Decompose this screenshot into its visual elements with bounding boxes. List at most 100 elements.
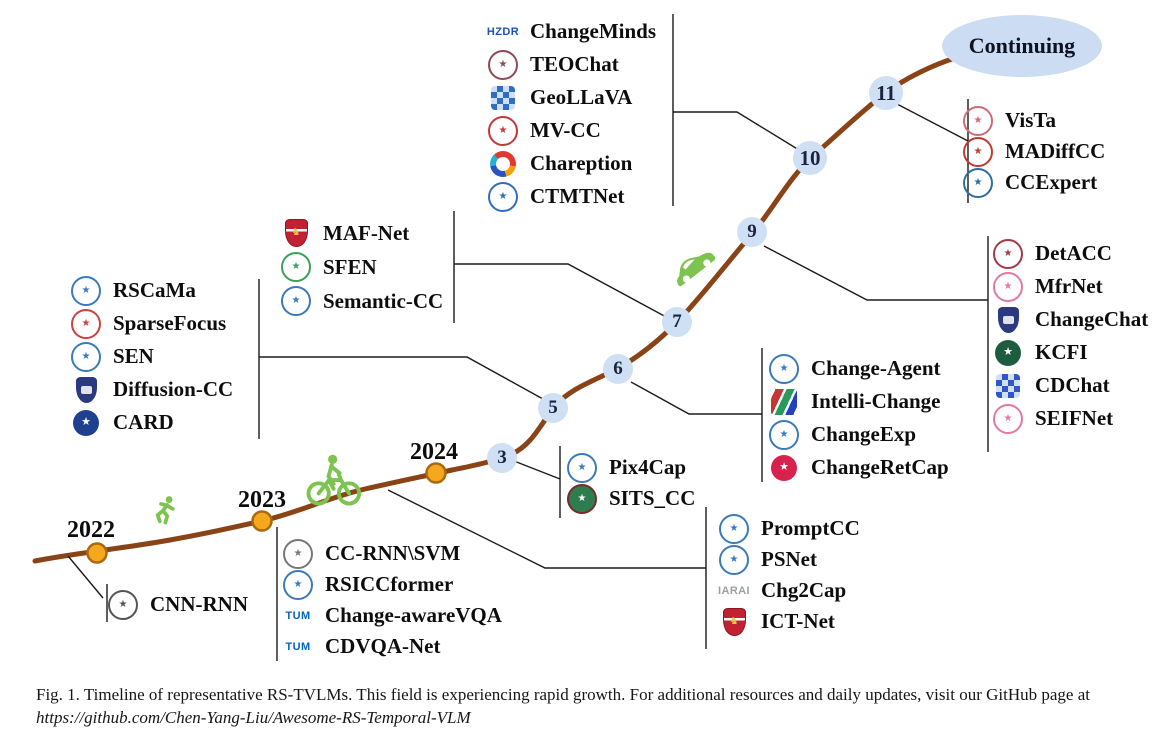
logo-slot <box>276 252 316 282</box>
model-entry: SITS_CC <box>562 483 695 514</box>
model-label: Semantic-CC <box>323 288 444 313</box>
model-entry: CNN-RNN <box>103 588 248 621</box>
model-entry: CTMTNet <box>483 180 656 213</box>
cdchat-checker-icon <box>996 373 1020 398</box>
model-entry: ChangeExp <box>764 418 949 451</box>
mfrnet-seal-icon <box>993 271 1023 302</box>
logo-slot <box>764 419 804 450</box>
model-entry: RSCaMa <box>66 274 233 307</box>
seifnet-seal-icon <box>993 403 1023 434</box>
model-entry: ICT-Net <box>714 606 860 637</box>
model-label: Diffusion-CC <box>113 377 234 401</box>
model-label: TEOChat <box>530 52 619 76</box>
model-label: Chg2Cap <box>761 578 847 602</box>
model-label: Pix4Cap <box>609 455 687 479</box>
connector-lines <box>67 14 989 661</box>
changeretcap-seal-icon <box>771 454 797 481</box>
vista-seal-icon <box>963 105 993 136</box>
card-seal-icon <box>73 409 99 436</box>
promptcc-seal-icon <box>719 513 749 544</box>
logo-slot <box>764 454 804 481</box>
changeexp-seal-icon <box>769 419 799 450</box>
model-entry: IARAI Chg2Cap <box>714 575 860 606</box>
model-entry: Diffusion-CC <box>66 373 233 406</box>
logo-slot: IARAI <box>714 578 754 604</box>
model-label: MV-CC <box>530 118 601 142</box>
model-label: CARD <box>113 410 174 434</box>
sparsefocus-seal-icon <box>71 308 101 339</box>
logo-slot <box>276 286 316 316</box>
model-label: CTMTNet <box>530 184 625 208</box>
group-2023: PromptCC PSNet IARAI Chg2Cap ICT-Net <box>714 513 860 637</box>
model-label: SFEN <box>323 254 377 279</box>
model-label: CDChat <box>1035 373 1110 397</box>
chareption-swirl-icon <box>490 150 516 177</box>
model-label: ChangeRetCap <box>811 455 949 479</box>
model-entry: MADiffCC <box>958 136 1105 167</box>
model-entry: PSNet <box>714 544 860 575</box>
group-milestone-5: RSCaMa SparseFocus SEN Diffusion-CC CARD <box>66 274 233 439</box>
diffusioncc-shield-icon <box>75 376 97 403</box>
rscama-seal-icon <box>71 275 101 306</box>
iarai-logo-icon: IARAI <box>718 584 750 597</box>
ccrnnsvm-seal-icon <box>283 538 313 569</box>
logo-slot <box>988 403 1028 434</box>
runner-icon <box>155 496 175 525</box>
model-entry: Semantic-CC <box>276 284 443 318</box>
model-label: PSNet <box>761 547 817 571</box>
logo-slot <box>483 150 523 177</box>
group-continuing: VisTa MADiffCC CCExpert <box>958 105 1105 198</box>
milestone-node-7: 7 <box>662 307 692 337</box>
model-entry: CCExpert <box>958 167 1105 198</box>
model-entry: TUM CDVQA-Net <box>278 631 502 662</box>
group-2022: CNN-RNN <box>103 588 248 621</box>
milestone-node-5: 5 <box>538 393 568 423</box>
logo-slot <box>483 181 523 212</box>
logo-slot <box>278 538 318 569</box>
model-entry: ChangeChat <box>988 303 1148 336</box>
model-label: SEN <box>113 344 154 368</box>
logo-slot <box>66 308 106 339</box>
logo-slot <box>483 115 523 146</box>
milestone-node-10: 10 <box>793 141 827 175</box>
model-label: MADiffCC <box>1005 139 1106 163</box>
model-entry: Chareption <box>483 147 656 180</box>
logo-slot: TUM <box>278 603 318 629</box>
sen-seal-icon <box>71 341 101 372</box>
model-label: KCFI <box>1035 340 1088 364</box>
tum-logo-icon: TUM <box>285 609 311 622</box>
model-entry: ChangeRetCap <box>764 451 949 484</box>
logo-slot <box>66 275 106 306</box>
logo-slot <box>958 105 998 136</box>
model-entry: MfrNet <box>988 270 1148 303</box>
car-icon <box>677 252 716 287</box>
intelli-change-stripes-icon <box>771 388 797 415</box>
logo-slot <box>988 306 1028 333</box>
hzdr-logo-icon: HZDR <box>486 25 520 38</box>
model-entry: SEIFNet <box>988 402 1148 435</box>
logo-slot <box>988 373 1028 398</box>
logo-slot <box>988 271 1028 302</box>
change-agent-seal-icon <box>769 353 799 384</box>
ccexpert-seal-icon <box>963 167 993 198</box>
teochat-seal-icon <box>488 49 518 80</box>
group-2024-late: HZDR ChangeMinds TEOChat GeoLLaVA MV-CC … <box>483 15 656 213</box>
model-label: ChangeExp <box>811 422 917 446</box>
year-dot-2022 <box>86 542 108 564</box>
model-entry: Pix4Cap <box>562 452 695 483</box>
milestone-node-11: 11 <box>869 76 903 110</box>
model-label: SEIFNet <box>1035 406 1114 430</box>
github-url[interactable]: https://github.com/Chen-Yang-Liu/Awesome… <box>36 707 471 727</box>
year-label-2023: 2023 <box>238 487 286 513</box>
model-label: MfrNet <box>1035 274 1103 298</box>
changechat-shield-icon <box>997 306 1019 333</box>
model-entry: GeoLLaVA <box>483 81 656 114</box>
model-entry: TEOChat <box>483 48 656 81</box>
milestone-node-9: 9 <box>737 217 767 247</box>
model-label: DetACC <box>1035 241 1112 265</box>
logo-slot <box>714 544 754 575</box>
year-dot-2024 <box>425 462 447 484</box>
logo-slot <box>988 339 1028 366</box>
group-milestone-6: Change-Agent Intelli-Change ChangeExp Ch… <box>764 352 949 484</box>
